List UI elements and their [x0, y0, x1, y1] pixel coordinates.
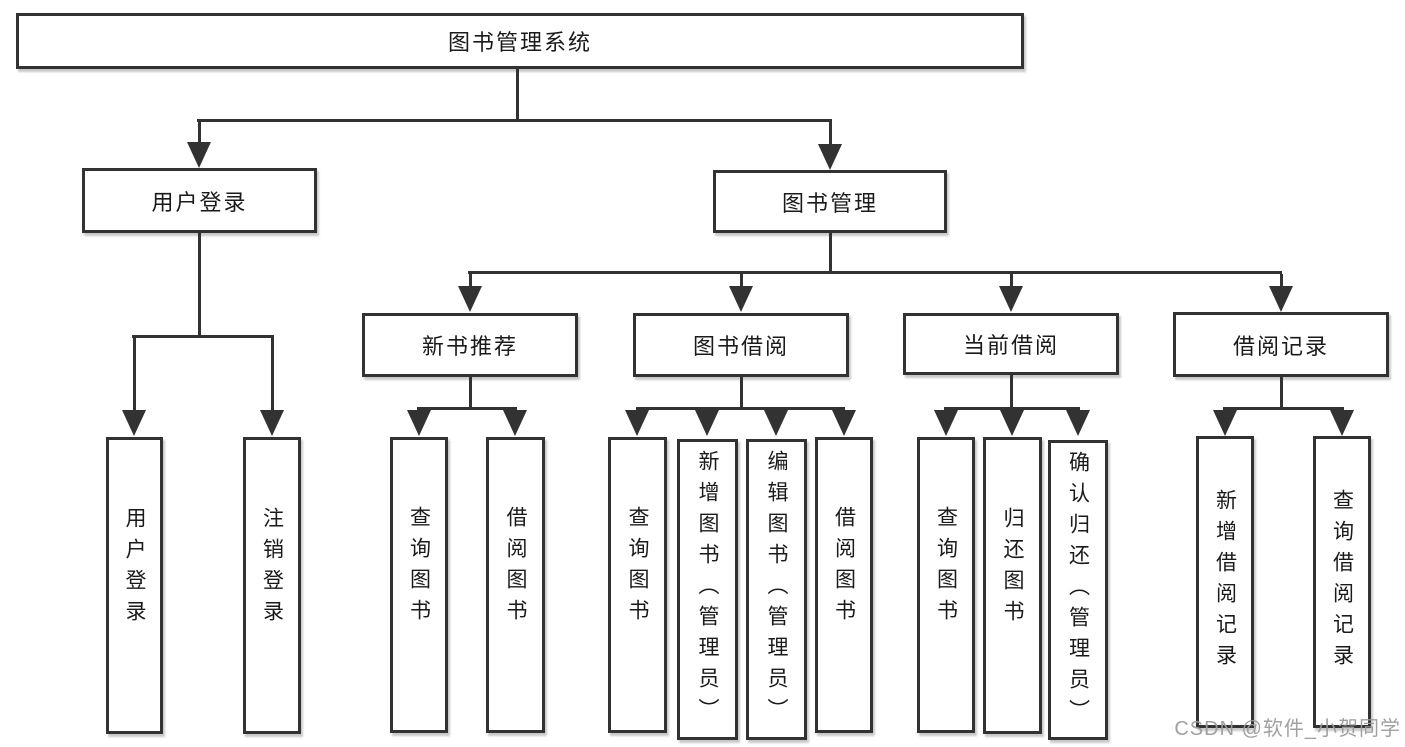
connector-line — [829, 233, 832, 274]
leaf-cb-confirm-return-admin: 确认归还（管理员） — [1048, 440, 1108, 740]
connector-line — [740, 377, 743, 409]
arrow-down-icon — [764, 410, 788, 436]
arrow-down-icon — [1330, 410, 1354, 436]
connector-line — [829, 122, 832, 146]
leaf-br-query-record: 查询借阅记录 — [1313, 436, 1371, 728]
arrow-down-icon — [695, 410, 719, 436]
leaf-bb-add-books-admin: 新增图书（管理员） — [677, 439, 738, 740]
leaf-bb-edit-books-admin: 编辑图书（管理员） — [746, 439, 807, 740]
connector-line — [417, 407, 517, 410]
arrow-down-icon — [1066, 410, 1090, 436]
arrow-down-icon — [818, 144, 842, 170]
node-book-management: 图书管理 — [713, 170, 947, 233]
connector-line — [1010, 274, 1013, 288]
connector-line — [198, 233, 201, 337]
connector-line — [198, 122, 201, 144]
arrow-down-icon — [934, 410, 958, 436]
connector-line — [516, 69, 519, 121]
arrow-down-icon — [625, 410, 649, 436]
arrow-down-icon — [1000, 410, 1024, 436]
leaf-br-add-record: 新增借阅记录 — [1196, 436, 1254, 728]
arrow-down-icon — [458, 286, 482, 312]
arrow-down-icon — [187, 142, 211, 168]
node-root: 图书管理系统 — [16, 13, 1024, 69]
arrow-down-icon — [503, 410, 527, 436]
arrow-down-icon — [999, 286, 1023, 312]
connector-line — [271, 338, 274, 412]
node-current-borrow: 当前借阅 — [903, 313, 1119, 375]
leaf-logout: 注销登录 — [243, 437, 301, 734]
connector-line — [197, 119, 832, 122]
leaf-bb-borrow-books: 借阅图书 — [815, 437, 873, 733]
node-book-borrow: 图书借阅 — [633, 313, 849, 377]
connector-line — [740, 274, 743, 288]
connector-line — [944, 407, 1080, 410]
connector-line — [1280, 377, 1283, 409]
node-new-book-recommend: 新书推荐 — [362, 313, 578, 377]
arrow-down-icon — [260, 410, 284, 436]
connector-line — [469, 274, 472, 288]
connector-line — [469, 377, 472, 409]
arrow-down-icon — [407, 410, 431, 436]
csdn-watermark: CSDN @软件_小贺同学 — [1174, 718, 1401, 740]
arrow-down-icon — [832, 410, 856, 436]
leaf-bb-query-books: 查询图书 — [608, 437, 667, 733]
leaf-user-login: 用户登录 — [106, 437, 163, 734]
connector-line — [1223, 407, 1344, 410]
connector-line — [133, 338, 136, 412]
node-borrow-record: 借阅记录 — [1173, 312, 1389, 377]
leaf-cb-query-books: 查询图书 — [917, 437, 975, 733]
arrow-down-icon — [1213, 410, 1237, 436]
connector-line — [132, 335, 274, 338]
leaf-nbr-query-books: 查询图书 — [390, 437, 448, 733]
arrow-down-icon — [729, 286, 753, 312]
connector-line — [636, 407, 845, 410]
arrow-down-icon — [122, 410, 146, 436]
node-user-login: 用户登录 — [82, 168, 317, 233]
connector-line — [468, 271, 1282, 274]
connector-line — [1010, 375, 1013, 409]
leaf-nbr-borrow-books: 借阅图书 — [486, 437, 545, 733]
arrow-down-icon — [1269, 286, 1293, 312]
leaf-cb-return-books: 归还图书 — [983, 437, 1042, 734]
connector-line — [1280, 274, 1283, 288]
